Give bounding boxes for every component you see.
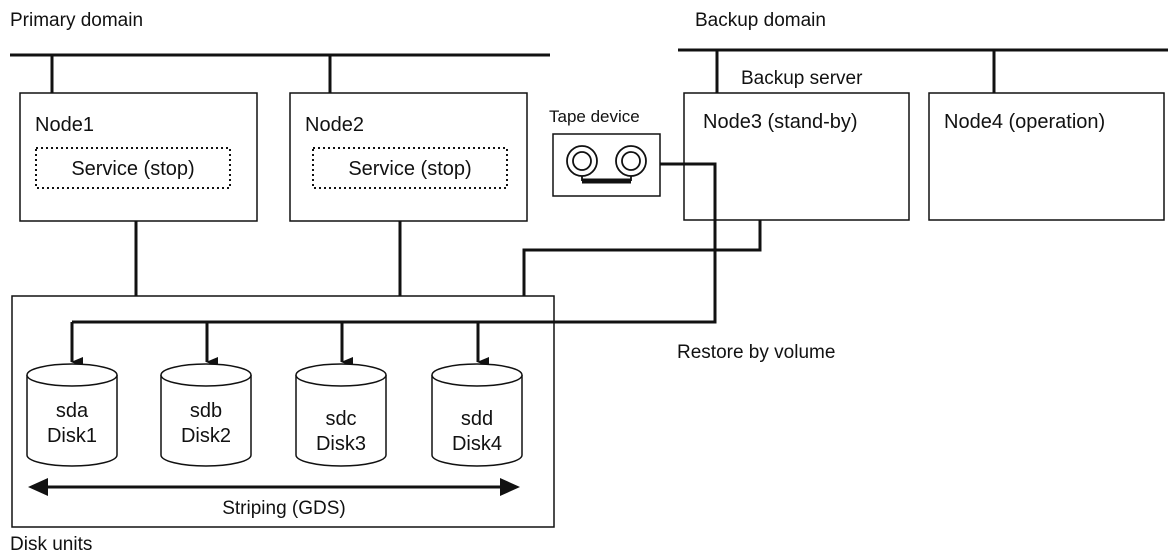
- tape-device-box: [552, 133, 661, 197]
- node3-disk-link: [522, 220, 762, 296]
- disk-sdc-top: [295, 363, 387, 387]
- disk-units-box: [11, 295, 555, 528]
- node4: Node4 (operation): [928, 92, 1165, 221]
- restore-path-line: [72, 162, 717, 324]
- disk-sdb-device: sdb: [190, 400, 222, 422]
- node3-label: Node3 (stand-by): [703, 111, 858, 133]
- disk-sda: sda Disk1: [26, 363, 118, 467]
- node2-label: Node2: [305, 114, 364, 136]
- node4-label: Node4 (operation): [944, 111, 1105, 133]
- disk-sda-name: Disk1: [47, 425, 97, 447]
- disk-sdb-body: [160, 375, 252, 467]
- node1-service-label: Service (stop): [71, 158, 194, 180]
- striping-label: Striping (GDS): [222, 498, 346, 519]
- disk-sdc-body: [295, 375, 387, 467]
- striping-arrow-left-head: [28, 478, 48, 496]
- tape-device-label: Tape device: [549, 107, 640, 126]
- disk-sda-device: sda: [56, 400, 89, 422]
- node2-box: [289, 92, 528, 222]
- disk-sdc-device: sdc: [325, 408, 356, 430]
- disk-sdc: sdc Disk3: [295, 363, 387, 467]
- tape-reel-icon: [566, 145, 647, 184]
- disk-sdc-name: Disk3: [316, 433, 366, 455]
- node2-service-box: [312, 147, 508, 189]
- disk-units-label: Disk units: [10, 534, 92, 555]
- restore-label: Restore by volume: [677, 342, 835, 363]
- node1: Node1 Service (stop): [19, 92, 258, 222]
- disk-sdd-name: Disk4: [452, 433, 502, 455]
- backup-server-label: Backup server: [741, 68, 863, 89]
- striping-arrow: [28, 478, 520, 496]
- striping-arrow-right-head: [500, 478, 520, 496]
- backup-domain-label: Backup domain: [695, 10, 826, 31]
- disk-sdb: sdb Disk2: [160, 363, 252, 467]
- node2-service-label: Service (stop): [348, 158, 471, 180]
- node3-box: [683, 92, 910, 221]
- disk-sdb-top: [160, 363, 252, 387]
- node4-box: [928, 92, 1165, 221]
- tape-device: Tape device: [549, 107, 661, 197]
- disk-sda-body: [26, 375, 118, 467]
- disk-sdd-device: sdd: [461, 408, 493, 430]
- disk-sdb-name: Disk2: [181, 425, 231, 447]
- node3: Node3 (stand-by): [683, 92, 910, 221]
- node1-box: [19, 92, 258, 222]
- node1-label: Node1: [35, 114, 94, 136]
- primary-domain-label: Primary domain: [10, 10, 143, 31]
- disk-sdd-body: [431, 375, 523, 467]
- node1-service-box: [35, 147, 231, 189]
- disk-sda-top: [26, 363, 118, 387]
- disk-sdd: sdd Disk4: [431, 363, 523, 467]
- disk-sdd-top: [431, 363, 523, 387]
- node2: Node2 Service (stop): [289, 92, 528, 222]
